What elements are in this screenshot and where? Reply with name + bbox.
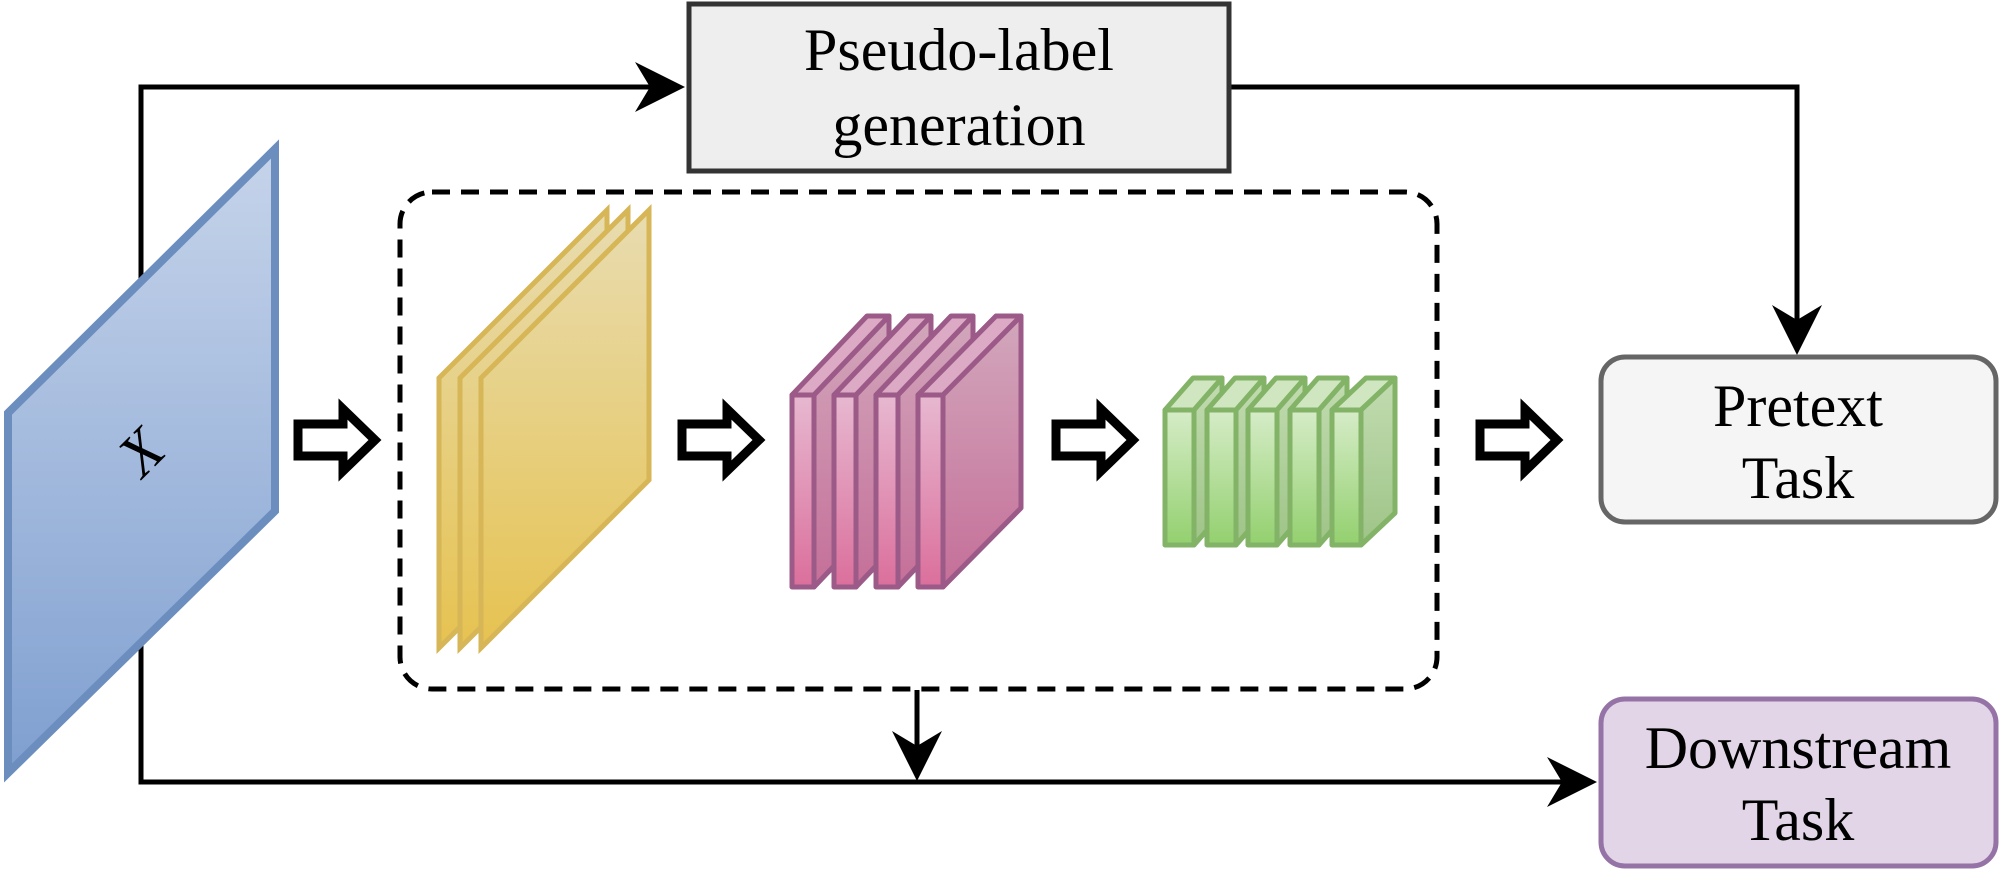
pink-block-4 [915, 313, 1024, 590]
downstream-line1: Downstream [1645, 715, 1952, 781]
hollow-arrow-1 [293, 398, 382, 482]
input-to-downstream-arrow [138, 600, 1597, 807]
pseudo-label-line2: generation [832, 92, 1085, 158]
green-block-5 [1329, 375, 1398, 548]
yellow-feature-planes [436, 203, 652, 655]
green-feature-blocks [1162, 375, 1398, 548]
pretext-task-box: Pretext Task [1598, 354, 1999, 525]
downstream-line2: Task [1742, 787, 1854, 853]
pretext-line1: Pretext [1713, 373, 1883, 439]
pretext-line2: Task [1742, 445, 1854, 511]
hollow-arrow-3 [1051, 398, 1140, 482]
downstream-task-box: Downstream Task [1598, 696, 1999, 869]
pseudo-label-line1: Pseudo-label [804, 17, 1114, 83]
input-x-plane [4, 139, 279, 783]
pink-feature-blocks [789, 313, 1024, 590]
pseudo-label-to-pretext-arrow [1230, 84, 1822, 355]
hollow-arrow-2 [677, 398, 766, 482]
hollow-arrow-4 [1475, 398, 1564, 482]
pseudo-label-generation-box: Pseudo-label generation [686, 1, 1232, 174]
flow-arrows [293, 398, 1564, 482]
yellow-plane-3 [478, 203, 652, 655]
